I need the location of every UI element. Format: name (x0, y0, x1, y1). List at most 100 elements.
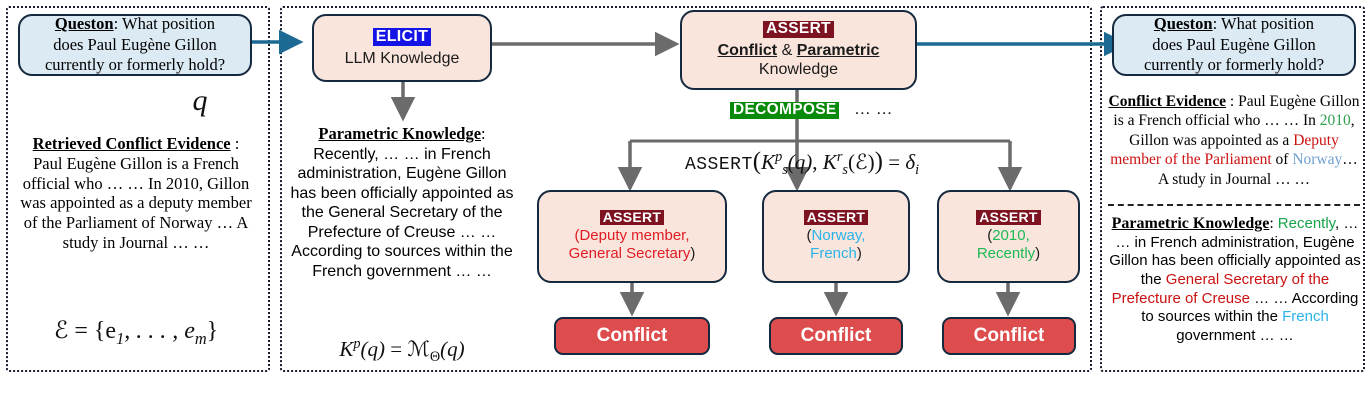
right-conflict-evidence-role: Deputy member of the Parliament (1110, 131, 1339, 169)
right-question-text: Queston: What position does Paul Eugène … (1136, 11, 1332, 78)
elicit-box[interactable]: ELICIT LLM Knowledge (312, 14, 492, 82)
parametric-knowledge-block: Parametric Knowledge: Recently, … … in F… (288, 124, 516, 281)
right-question-sep: : (1212, 14, 1218, 34)
assert-card-2-open: ( (806, 227, 812, 245)
right-parametric-sep: : (1269, 215, 1278, 232)
right-panel-divider (1108, 204, 1360, 206)
assert-card-1-close: ) (690, 245, 696, 263)
assert-card-3[interactable]: ASSERT (2010, Recently) (937, 190, 1080, 283)
assert-card-2-line2: French) (810, 245, 862, 263)
evidence-set-eq: = (68, 318, 94, 344)
assert-formula-k2: K (822, 150, 837, 174)
center-pipeline-panel (280, 6, 1092, 372)
assert-conflict-parametric-box[interactable]: ASSERT Conflict & Parametric Knowledge (680, 10, 917, 90)
left-question-text: Queston: What position does Paul Eugène … (37, 11, 233, 78)
assert-box-line1: Conflict & Parametric (718, 41, 880, 60)
right-parametric-seg1: , … … in French administration, Eugène G… (1109, 215, 1361, 289)
left-question-line3: currently or formerly hold? (44, 55, 226, 75)
right-conflict-evidence-seg1: Paul Eugène Gillon is a French official … (1113, 93, 1360, 130)
parametric-formula-arg: (q) (360, 337, 386, 361)
right-parametric-french: French (1282, 308, 1329, 326)
assert-formula-k1arg: (q) (787, 150, 813, 174)
assert-card-2-line1: (Norway, (807, 227, 866, 245)
conflict-result-1-label: Conflict (596, 325, 668, 346)
assert-card-2-second: French (810, 245, 857, 263)
assert-formula-k2sub: s (842, 162, 848, 179)
left-question-line1: What position (118, 14, 216, 34)
assert-formula-k1sup: p (775, 149, 783, 165)
parametric-formula-eq: = (385, 337, 408, 361)
elicit-box-line: LLM Knowledge (344, 49, 460, 67)
assert-card-2[interactable]: ASSERT (Norway, French) (762, 190, 910, 283)
left-question-line2: does Paul Eugène Gillon (53, 34, 217, 54)
evidence-set-open: {e (93, 318, 117, 344)
left-evidence-body: Paul Eugène Gillon is a French official … (20, 153, 252, 252)
right-parametric-seg3: government … … (1176, 326, 1294, 344)
assert-formula-close: ) (874, 148, 883, 175)
assert-card-3-line2: Recently) (977, 245, 1040, 263)
assert-formula-k2sup: r (836, 149, 843, 165)
parametric-formula-msub: Θ (429, 349, 441, 366)
assert-formula-delta: δ (905, 150, 916, 174)
right-question-line1: What position (1217, 14, 1315, 34)
right-question-line2: does Paul Eugène Gillon (1152, 34, 1316, 54)
conflict-result-3-label: Conflict (973, 325, 1045, 346)
parametric-formula: Kp(q) = ℳΘ(q) (288, 336, 516, 366)
assert-card-2-tag: ASSERT (803, 209, 869, 226)
assert-card-1-line1: (Deputy member, (574, 227, 689, 245)
left-question-box: Queston: What position does Paul Eugène … (18, 14, 252, 76)
right-conflict-evidence-year: 2010 (1319, 112, 1351, 130)
assert-formula-k2arg: (ℰ) (847, 150, 875, 174)
right-conflict-evidence-block: Conflict Evidence : Paul Eugène Gillon i… (1108, 92, 1360, 189)
right-parametric-recently: Recently (1277, 215, 1336, 232)
assert-formula-deltasub: i (915, 162, 920, 179)
right-conflict-evidence-seg4: … A study in Journal … … (1158, 151, 1358, 188)
right-question-label: Queston (1153, 14, 1213, 34)
right-conflict-evidence-seg2: , Gillon was appointed as a (1129, 112, 1355, 149)
assert-formula-eq: = (882, 150, 906, 174)
conflict-result-1[interactable]: Conflict (554, 317, 710, 355)
parametric-formula-sup: p (353, 336, 361, 352)
assert-formula: ASSERT(Kps(q), Krs(ℰ)) = δi (612, 148, 992, 179)
assert-box-conflict: Conflict (717, 41, 778, 59)
left-question-sep: : (113, 14, 119, 34)
right-output-panel (1100, 6, 1365, 372)
decompose-ellipsis: … … (853, 99, 893, 118)
right-parametric-role: General Secretary of the Prefecture of C… (1111, 271, 1330, 307)
assert-card-1[interactable]: ASSERT (Deputy member, General Secretary… (537, 190, 727, 283)
conflict-result-2[interactable]: Conflict (769, 317, 903, 355)
assert-box-line2: Knowledge (758, 60, 839, 78)
evidence-set-sub2: m (194, 328, 207, 348)
parametric-sep: : (481, 124, 486, 143)
evidence-set-mid: , . . . , e (124, 318, 195, 344)
left-evidence-sep: : (230, 134, 240, 153)
decompose-tag: DECOMPOSE (730, 101, 840, 119)
assert-card-3-open: ( (987, 227, 993, 245)
conflict-result-2-label: Conflict (800, 325, 872, 346)
right-parametric-seg2: … … According to sources within the (1141, 289, 1359, 326)
evidence-set-close: } (206, 318, 219, 344)
left-question-label: Queston (54, 14, 114, 34)
assert-card-1-second: General Secretary (568, 245, 691, 263)
evidence-set-lhs: ℰ (53, 318, 69, 344)
right-question-line3: currently or formerly hold? (1143, 55, 1325, 75)
parametric-formula-k: K (339, 337, 354, 361)
assert-card-3-first: 2010, (992, 227, 1030, 245)
elicit-tag: ELICIT (372, 28, 432, 46)
assert-box-amp: & (777, 41, 797, 59)
right-conflict-evidence-country: Norway (1292, 151, 1343, 169)
assert-card-3-line1: (2010, (987, 227, 1030, 245)
assert-card-3-close: ) (1035, 245, 1041, 263)
left-input-panel (6, 6, 270, 372)
right-parametric-knowledge-block: Parametric Knowledge: Recently, … … in F… (1106, 214, 1364, 345)
right-question-box: Queston: What position does Paul Eugène … (1112, 14, 1356, 76)
conflict-result-3[interactable]: Conflict (942, 317, 1076, 355)
parametric-body: Recently, … … in French administration, … (290, 145, 514, 280)
right-conflict-evidence-heading: Conflict Evidence (1108, 93, 1227, 110)
right-parametric-heading: Parametric Knowledge (1111, 215, 1270, 232)
evidence-set-formula: ℰ = {e1, . . . , em} (14, 316, 258, 349)
assert-tag: ASSERT (763, 20, 834, 38)
assert-card-1-line2: General Secretary) (569, 245, 696, 263)
assert-formula-open: ( (752, 148, 762, 175)
assert-card-1-open: ( (574, 227, 580, 245)
